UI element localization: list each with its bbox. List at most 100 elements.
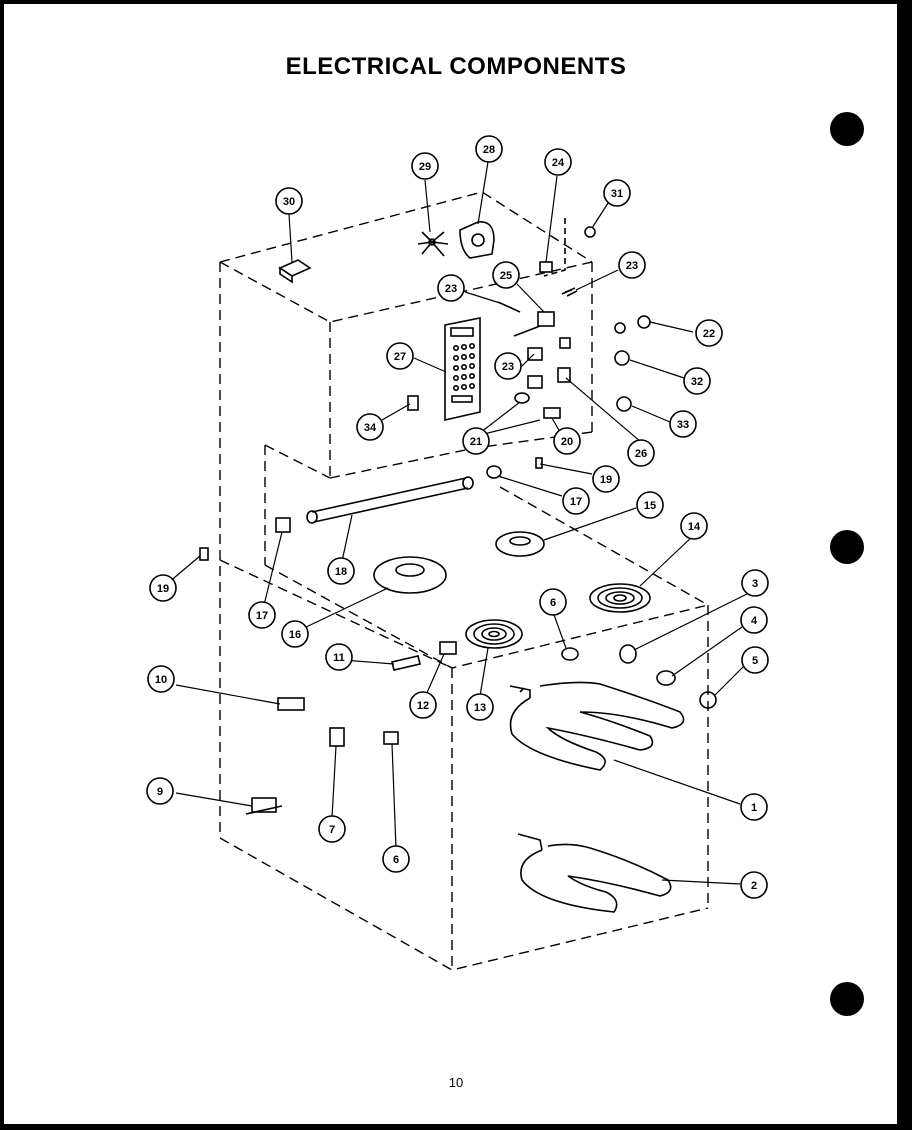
control-panel-27 <box>444 317 481 422</box>
callout-5: 5 <box>741 646 769 674</box>
bake-element-1 <box>509 681 685 771</box>
diagram-sheet <box>4 4 897 1124</box>
callout-17-right: 17 <box>562 487 590 515</box>
switch-30 <box>278 259 312 284</box>
callout-10: 10 <box>147 665 175 693</box>
binder-hole-bottom <box>830 982 864 1016</box>
callout-23-middle: 23 <box>494 352 522 380</box>
svg-text:4: 4 <box>751 615 758 627</box>
svg-text:2: 2 <box>751 880 757 892</box>
switch-6b <box>383 731 399 745</box>
component-drawings <box>199 218 717 913</box>
lens-5 <box>699 691 717 709</box>
callout-4: 4 <box>740 606 768 634</box>
callout-12: 12 <box>409 691 437 719</box>
clip-34 <box>407 395 419 411</box>
binder-hole-middle <box>830 530 864 564</box>
callout-31: 31 <box>603 179 631 207</box>
svg-text:6: 6 <box>550 597 556 609</box>
relay-24 <box>539 261 553 273</box>
callout-25: 25 <box>492 261 520 289</box>
svg-text:31: 31 <box>611 188 623 200</box>
callout-9: 9 <box>146 777 174 805</box>
svg-text:20: 20 <box>561 436 573 448</box>
socket-17b <box>275 517 291 533</box>
svg-text:7: 7 <box>329 824 335 836</box>
svg-text:33: 33 <box>677 419 689 431</box>
svg-text:34: 34 <box>364 422 377 434</box>
bulb-4 <box>656 670 676 686</box>
svg-text:17: 17 <box>570 496 582 508</box>
svg-text:9: 9 <box>157 786 163 798</box>
svg-text:16: 16 <box>289 629 301 641</box>
svg-text:13: 13 <box>474 702 486 714</box>
svg-text:29: 29 <box>419 161 431 173</box>
clip-25b <box>559 337 571 349</box>
svg-text:15: 15 <box>644 500 656 512</box>
callout-2: 2 <box>740 871 768 899</box>
callout-32: 32 <box>683 367 711 395</box>
callout-11: 11 <box>325 643 353 671</box>
callout-6-lower: 6 <box>382 845 410 873</box>
svg-text:28: 28 <box>483 144 495 156</box>
svg-text:27: 27 <box>394 351 406 363</box>
callout-18: 18 <box>327 557 355 585</box>
callout-29: 29 <box>411 152 439 180</box>
svg-text:22: 22 <box>703 328 715 340</box>
callout-28: 28 <box>475 135 503 163</box>
coil-element-14 <box>589 583 651 613</box>
callout-26: 26 <box>627 439 655 467</box>
callout-30: 30 <box>275 187 303 215</box>
tube-element-18 <box>306 476 474 524</box>
callout-19-right: 19 <box>592 465 620 493</box>
block-23c <box>527 347 543 361</box>
knob-33 <box>616 396 632 412</box>
knobs-22 <box>614 315 651 334</box>
callout-34: 34 <box>356 413 384 441</box>
light-6a <box>561 647 579 661</box>
svg-text:5: 5 <box>752 655 758 667</box>
switch-7 <box>329 727 345 747</box>
svg-text:3: 3 <box>752 578 758 590</box>
page-title: ELECTRICAL COMPONENTS <box>285 53 627 80</box>
svg-text:11: 11 <box>333 652 345 664</box>
coil-element-13 <box>465 619 523 649</box>
page-number: 10 <box>448 1075 464 1090</box>
switch-10 <box>277 697 305 711</box>
svg-text:23: 23 <box>445 283 457 295</box>
svg-text:25: 25 <box>500 270 512 282</box>
callout-22: 22 <box>695 319 723 347</box>
callout-19-left: 19 <box>149 574 177 602</box>
svg-text:6: 6 <box>393 854 399 866</box>
block-23d <box>527 375 543 389</box>
burner-15 <box>495 531 545 557</box>
svg-text:21: 21 <box>470 436 482 448</box>
clip-19b <box>199 547 209 561</box>
fan-blade-29 <box>417 231 449 257</box>
transformer-9 <box>245 797 283 815</box>
switch-26 <box>557 367 571 383</box>
callout-23-left: 23 <box>437 274 465 302</box>
callout-23-top-right: 23 <box>618 251 646 279</box>
callout-15: 15 <box>636 491 664 519</box>
callout-24: 24 <box>544 148 572 176</box>
bulb-31 <box>584 226 596 238</box>
terminal-12 <box>439 641 457 655</box>
wire-23b <box>497 301 521 313</box>
svg-text:12: 12 <box>417 700 429 712</box>
switch-20 <box>543 407 561 419</box>
callout-33: 33 <box>669 410 697 438</box>
receptacle-3 <box>619 644 637 664</box>
callout-14: 14 <box>680 512 708 540</box>
callout-17-left: 17 <box>248 601 276 629</box>
terminal-1 <box>509 685 531 698</box>
svg-text:10: 10 <box>155 674 167 686</box>
socket-17a <box>486 465 502 479</box>
svg-text:17: 17 <box>256 610 268 622</box>
leader-lines <box>167 161 756 885</box>
binder-hole-top <box>830 112 864 146</box>
svg-text:24: 24 <box>552 157 565 169</box>
callout-labels: 1 2 3 4 5 6 6 7 9 10 11 12 13 14 15 16 1… <box>146 135 769 899</box>
svg-text:26: 26 <box>635 448 647 460</box>
